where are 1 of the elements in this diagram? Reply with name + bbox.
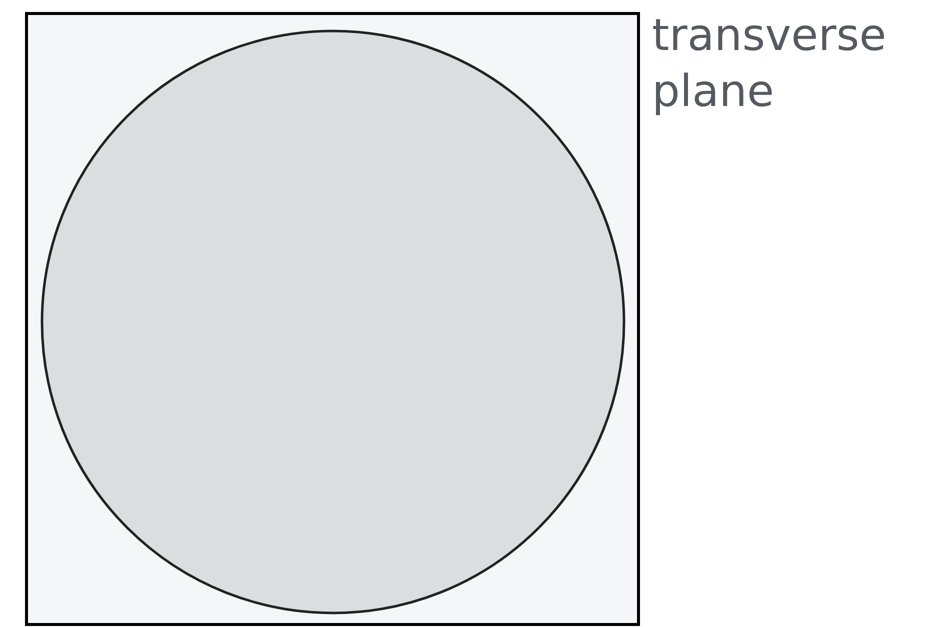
plane-label: transverse plane [652,9,888,119]
